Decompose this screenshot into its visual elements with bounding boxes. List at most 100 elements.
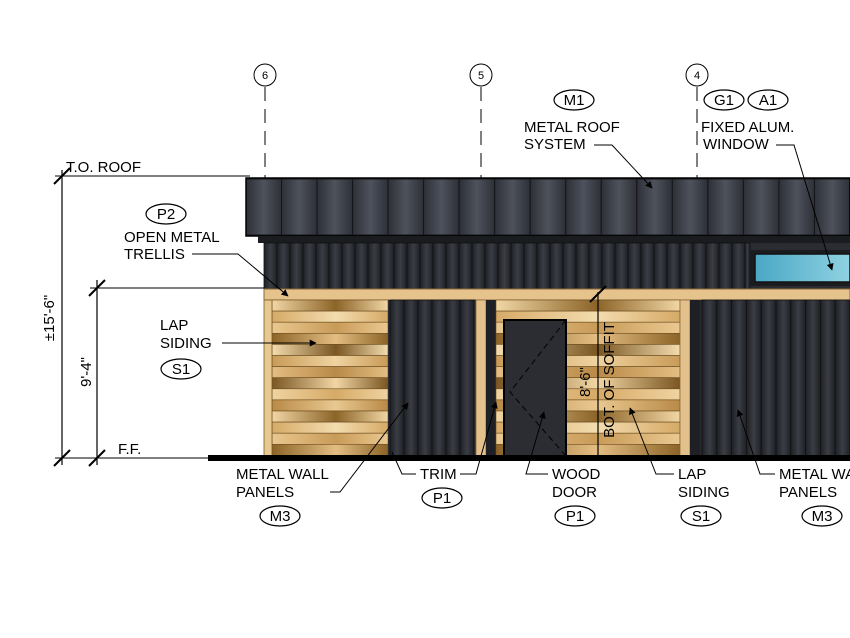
svg-text:DOOR: DOOR xyxy=(552,484,597,501)
metal-panel-strip xyxy=(354,242,369,290)
metal-panel-strip xyxy=(471,242,486,290)
callout-wall-panels-right: METAL WALL PANELS M3 xyxy=(736,409,850,527)
metal-panel-strip xyxy=(289,242,304,290)
metal-panel-strip xyxy=(419,242,434,290)
trim-strip xyxy=(475,299,496,457)
svg-text:SIDING: SIDING xyxy=(678,484,730,501)
metal-panel-strip xyxy=(315,242,330,290)
metal-panel-strip xyxy=(403,299,419,457)
metal-panel-strip xyxy=(536,242,551,290)
metal-panel-strip xyxy=(432,242,447,290)
soffit-height-text: 8'-6" xyxy=(577,367,594,397)
svg-text:S1: S1 xyxy=(692,508,710,525)
roof-panel xyxy=(387,178,425,236)
siding-board xyxy=(271,377,389,390)
roof-panel xyxy=(636,178,673,236)
level-roof-label: T.O. ROOF xyxy=(66,159,141,176)
callout-window: G1 A1 FIXED ALUM. WINDOW xyxy=(701,89,834,271)
metal-panel-strip xyxy=(692,242,707,290)
metal-panel-strip xyxy=(431,299,447,457)
metal-panel-strip xyxy=(459,299,475,457)
fixed-window xyxy=(750,250,850,286)
roof-panel xyxy=(423,178,460,236)
roof-panel xyxy=(529,178,567,236)
lap-siding-left xyxy=(263,299,389,457)
svg-text:OPEN METAL: OPEN METAL xyxy=(124,229,220,246)
svg-text:PANELS: PANELS xyxy=(236,484,294,501)
siding-board xyxy=(271,388,389,401)
svg-text:FIXED ALUM.: FIXED ALUM. xyxy=(701,119,794,136)
callout-door: WOOD DOOR P1 xyxy=(525,411,600,527)
svg-text:4: 4 xyxy=(694,70,700,82)
metal-panel-strip xyxy=(666,242,681,290)
trim-strip-right xyxy=(679,299,691,457)
metal-panel-strip xyxy=(731,299,747,457)
siding-board xyxy=(271,443,389,456)
metal-panel-strip xyxy=(627,242,642,290)
svg-text:SIDING: SIDING xyxy=(160,335,212,352)
svg-text:A1: A1 xyxy=(759,92,777,109)
svg-text:M3: M3 xyxy=(812,508,833,525)
metal-panel-strip xyxy=(701,299,718,457)
svg-text:WINDOW: WINDOW xyxy=(703,136,770,153)
siding-height-text: 9'-4" xyxy=(78,357,95,387)
metal-panel-strip xyxy=(716,299,732,457)
siding-board xyxy=(271,399,389,412)
callout-wall-panels-left: METAL WALL PANELS M3 xyxy=(236,402,409,527)
siding-board xyxy=(271,321,389,334)
metal-panel-strip xyxy=(705,242,720,290)
overall-height-dimension xyxy=(53,167,71,467)
svg-text:5: 5 xyxy=(478,70,484,82)
metal-panel-strip xyxy=(549,242,564,290)
roof-panel xyxy=(281,178,318,236)
grid-marker-5: 5 xyxy=(469,63,493,87)
metal-panel-strip xyxy=(302,242,317,290)
roof-fascia xyxy=(258,236,850,243)
svg-text:METAL WALL: METAL WALL xyxy=(779,466,850,483)
siding-height-dimension xyxy=(88,279,106,467)
metal-panel-strip xyxy=(263,242,278,290)
siding-board xyxy=(271,432,389,445)
metal-panel-strip xyxy=(588,242,603,290)
metal-panel-strip xyxy=(417,299,433,457)
callout-metal-roof: M1 METAL ROOF SYSTEM xyxy=(524,89,653,189)
roof-panel xyxy=(352,178,389,236)
metal-panel-strip xyxy=(523,242,538,290)
svg-text:TRIM: TRIM xyxy=(420,466,457,483)
soffit-height-dimension xyxy=(589,285,607,460)
svg-text:M3: M3 xyxy=(270,508,291,525)
wood-door xyxy=(503,319,567,457)
metal-panel-strip xyxy=(380,242,395,290)
svg-text:METAL WALL: METAL WALL xyxy=(236,466,329,483)
roof-panel xyxy=(494,178,531,236)
metal-panel-strip xyxy=(276,242,291,290)
svg-text:METAL ROOF: METAL ROOF xyxy=(524,119,620,136)
svg-text:PANELS: PANELS xyxy=(779,484,837,501)
siding-board xyxy=(271,366,389,379)
metal-panel-strip xyxy=(820,299,836,457)
metal-panel-strip xyxy=(510,242,525,290)
roof-panel xyxy=(707,178,744,236)
callout-trellis: P2 OPEN METAL TRELLIS xyxy=(124,203,289,297)
metal-panel-strip xyxy=(389,299,405,457)
metal-panel-strip xyxy=(445,242,460,290)
siding-board xyxy=(271,410,389,423)
metal-panel-strip xyxy=(653,242,668,290)
svg-text:P2: P2 xyxy=(157,206,175,223)
metal-panel-strip xyxy=(718,242,733,290)
metal-panel-strip xyxy=(458,242,473,290)
metal-wall-panel-left xyxy=(388,299,477,457)
siding-board xyxy=(495,299,681,312)
svg-text:M1: M1 xyxy=(564,92,585,109)
roof-panel xyxy=(742,178,780,236)
metal-panel-strip xyxy=(497,242,512,290)
overall-height-text: ±15'-6" xyxy=(41,295,58,341)
metal-panel-strip xyxy=(805,299,821,457)
level-floor-label: F.F. xyxy=(118,441,141,458)
metal-wall-panel-right xyxy=(700,299,850,457)
metal-panel-strip xyxy=(328,242,343,290)
svg-text:LAP: LAP xyxy=(160,317,188,334)
trellis-beam xyxy=(263,288,850,301)
metal-panel-strip xyxy=(562,242,577,290)
roof-panel xyxy=(600,178,638,236)
